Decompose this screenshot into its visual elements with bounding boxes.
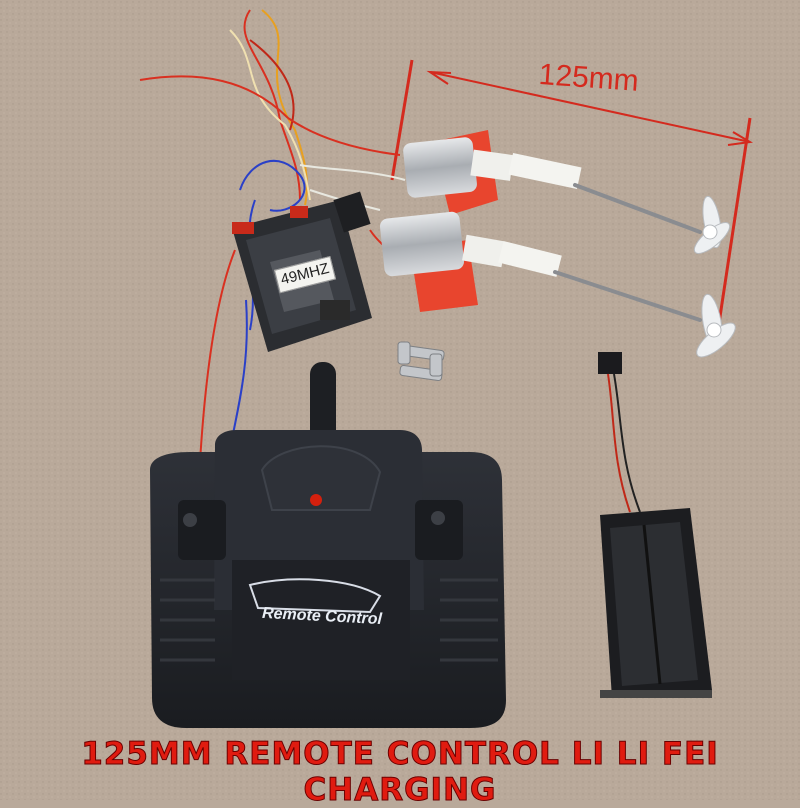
- propeller-shafts: [553, 183, 702, 322]
- dimension-label: 125mm: [537, 58, 640, 98]
- mounting-screws: [397, 341, 445, 381]
- propeller-lower: [696, 293, 736, 358]
- motor-lower: [379, 211, 562, 312]
- propeller-upper: [693, 195, 731, 254]
- remote-transmitter: [150, 362, 506, 728]
- battery-holder: [598, 352, 712, 698]
- dimension-line: [390, 59, 753, 331]
- product-caption: 125MM REMOTE CONTROL LI LI FEI CHARGING: [81, 736, 719, 808]
- motor-upper: [403, 130, 582, 215]
- connector-plug: [333, 191, 371, 233]
